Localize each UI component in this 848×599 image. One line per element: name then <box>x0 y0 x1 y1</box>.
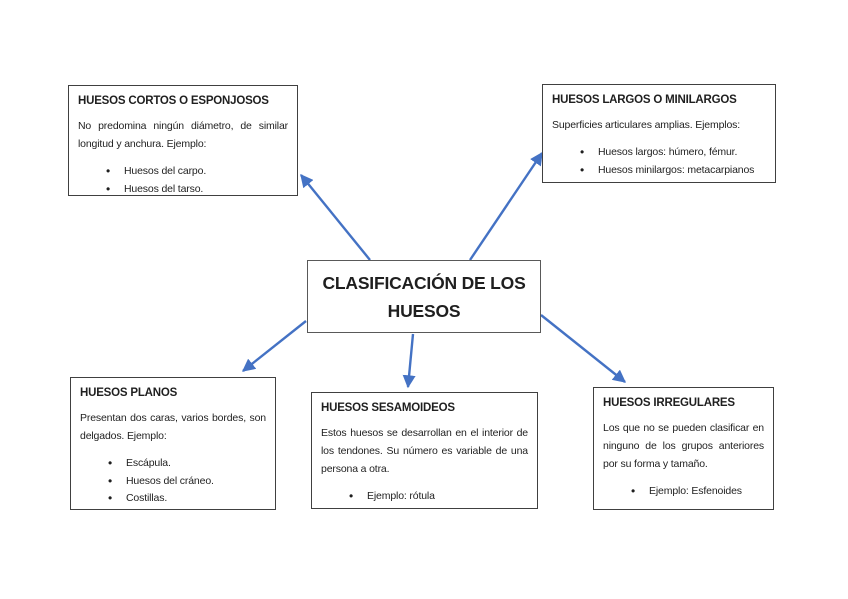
diagram-title: CLASIFICACIÓN DE LOS HUESOS <box>322 272 526 321</box>
arrow-center-to-huesos-sesamoideos <box>402 333 416 389</box>
box-huesos-planos-description: Presentan dos caras, varios bordes, son … <box>80 412 266 442</box>
list-item: Ejemplo: Esfenoides <box>603 483 764 501</box>
arrow-center-to-huesos-planos <box>241 320 307 372</box>
list-item: Huesos largos: húmero, fémur. <box>552 144 766 162</box>
list-item: Escápula. <box>80 455 266 473</box>
box-huesos-largos-title: HUESOS LARGOS O MINILARGOS <box>552 94 737 106</box>
list-item: Huesos del cráneo. <box>80 473 266 491</box>
box-huesos-planos-title: HUESOS PLANOS <box>80 387 178 399</box>
box-huesos-cortos-description: No predomina ningún diámetro, de similar… <box>78 120 288 150</box>
list-item: Huesos minilargos: metacarpianos <box>552 162 766 180</box>
box-huesos-largos: HUESOS LARGOS O MINILARGOS Superficies a… <box>542 84 776 183</box>
box-huesos-irregulares-list: Ejemplo: Esfenoides <box>603 483 764 501</box>
box-huesos-cortos: HUESOS CORTOS O ESPONJOSOS No predomina … <box>68 85 298 198</box>
box-huesos-irregulares: HUESOS IRREGULARES Los que no se pueden … <box>593 387 774 510</box>
list-item: Ejemplo: rótula <box>321 488 528 506</box>
list-item: Huesos del tarso. <box>78 181 288 199</box>
box-huesos-largos-list: Huesos largos: húmero, fémur. Huesos min… <box>552 144 766 179</box>
box-huesos-sesamoideos-description: Estos huesos se desarrollan en el interi… <box>321 427 528 475</box>
arrow-center-to-huesos-cortos <box>300 173 371 261</box>
arrow-center-to-huesos-irregulares <box>540 314 627 383</box>
box-huesos-planos: HUESOS PLANOS Presentan dos caras, vario… <box>70 377 276 510</box>
box-huesos-largos-description: Superficies articulares amplias. Ejemplo… <box>552 119 741 131</box>
box-huesos-irregulares-description: Los que no se pueden clasificar en ningu… <box>603 422 764 470</box>
center-box-clasificacion: CLASIFICACIÓN DE LOS HUESOS <box>307 260 541 333</box>
box-huesos-sesamoideos: HUESOS SESAMOIDEOS Estos huesos se desar… <box>311 392 538 509</box>
box-huesos-irregulares-title: HUESOS IRREGULARES <box>603 397 735 409</box>
box-huesos-cortos-list: Huesos del carpo. Huesos del tarso. <box>78 163 288 198</box>
box-huesos-sesamoideos-list: Ejemplo: rótula <box>321 488 528 506</box>
box-huesos-cortos-title: HUESOS CORTOS O ESPONJOSOS <box>78 95 269 107</box>
box-huesos-sesamoideos-title: HUESOS SESAMOIDEOS <box>321 402 455 414</box>
box-huesos-planos-list: Escápula. Huesos del cráneo. Costillas. <box>80 455 266 508</box>
list-item: Huesos del carpo. <box>78 163 288 181</box>
list-item: Costillas. <box>80 490 266 508</box>
arrow-center-to-huesos-largos <box>469 151 543 261</box>
